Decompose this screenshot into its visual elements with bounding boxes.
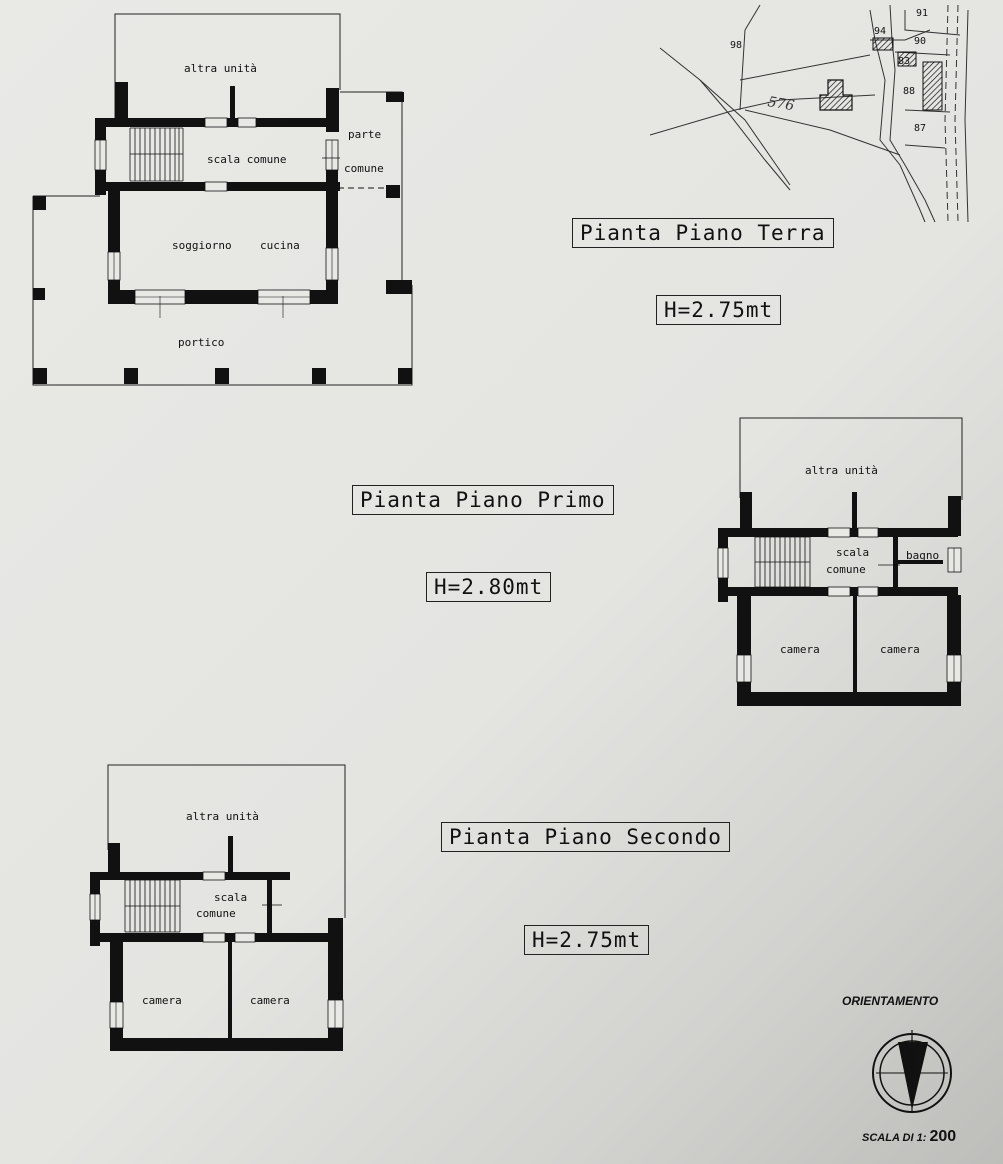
parcel-highlight-576: 576 — [766, 94, 795, 114]
gf-label-shared-stairs: scala comune — [207, 153, 286, 166]
sf-label-other-unit: altra unità — [186, 810, 259, 823]
first-floor-plan — [717, 417, 963, 706]
parcel-94: 94 — [874, 26, 886, 37]
ff-label-bedroom-right: camera — [880, 643, 920, 656]
scale-label: SCALA DI 1: 200 — [862, 1128, 956, 1146]
orientation-label: ORIENTAMENTO — [842, 994, 939, 1008]
parcel-83: 83 — [898, 56, 910, 67]
north-arrow-icon — [872, 1030, 952, 1113]
second-floor-plan — [89, 764, 346, 1051]
sf-label-bedroom-left: camera — [142, 994, 182, 1007]
gf-label-shared-part: parte — [348, 128, 381, 141]
parcel-88: 88 — [903, 86, 915, 97]
ff-label-shared: comune — [826, 563, 866, 576]
cadastral-building — [819, 37, 943, 111]
sf-label-shared: comune — [196, 907, 236, 920]
ff-label-bath: bagno — [906, 549, 939, 562]
scale-label-text: SCALA DI 1: — [862, 1132, 927, 1144]
gf-label-living: soggiorno — [172, 239, 232, 252]
scale-value: 200 — [929, 1128, 957, 1145]
parcel-98: 98 — [730, 40, 742, 51]
second-floor-height: H=2.75mt — [524, 925, 650, 955]
sf-label-stairs: scala — [214, 891, 247, 904]
gf-label-other-unit: altra unità — [184, 62, 257, 75]
ground-floor-title: Pianta Piano Terra — [572, 218, 834, 248]
ground-floor-plan — [32, 13, 413, 386]
ground-floor-height: H=2.75mt — [656, 295, 782, 325]
parcel-91: 91 — [916, 8, 928, 19]
parcel-90: 90 — [914, 36, 926, 47]
parcel-87: 87 — [914, 123, 926, 134]
ff-label-other-unit: altra unità — [805, 464, 878, 477]
ff-label-bedroom-left: camera — [780, 643, 820, 656]
gf-label-porch: portico — [178, 336, 224, 349]
ff-label-stairs: scala — [836, 546, 869, 559]
gf-label-shared: comune — [344, 162, 384, 175]
sf-label-bedroom-right: camera — [250, 994, 290, 1007]
first-floor-title: Pianta Piano Primo — [352, 485, 614, 515]
gf-label-kitchen: cucina — [260, 239, 300, 252]
first-floor-height: H=2.80mt — [426, 572, 552, 602]
second-floor-title: Pianta Piano Secondo — [441, 822, 730, 852]
